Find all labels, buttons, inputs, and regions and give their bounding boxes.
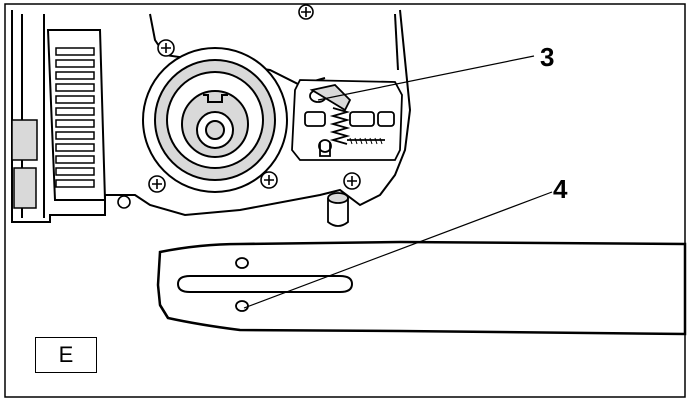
panel-label: E — [35, 337, 97, 373]
housing-screws — [117, 4, 361, 209]
tension-spring — [329, 107, 351, 145]
callout-3: 3 — [540, 42, 555, 72]
guide-pin — [327, 192, 349, 227]
figure-frame — [4, 3, 686, 398]
callout-4: 4 — [553, 174, 568, 204]
sprocket-assembly — [142, 47, 288, 193]
leader-line-4 — [243, 191, 553, 309]
guide-bar-slot — [176, 275, 354, 293]
leader-line-3 — [317, 55, 535, 101]
handle-grip — [11, 119, 38, 209]
guide-bar — [156, 240, 687, 336]
chain-tensioner — [291, 79, 403, 161]
guide-bar-holes — [235, 257, 249, 312]
vent-slots — [55, 47, 95, 188]
